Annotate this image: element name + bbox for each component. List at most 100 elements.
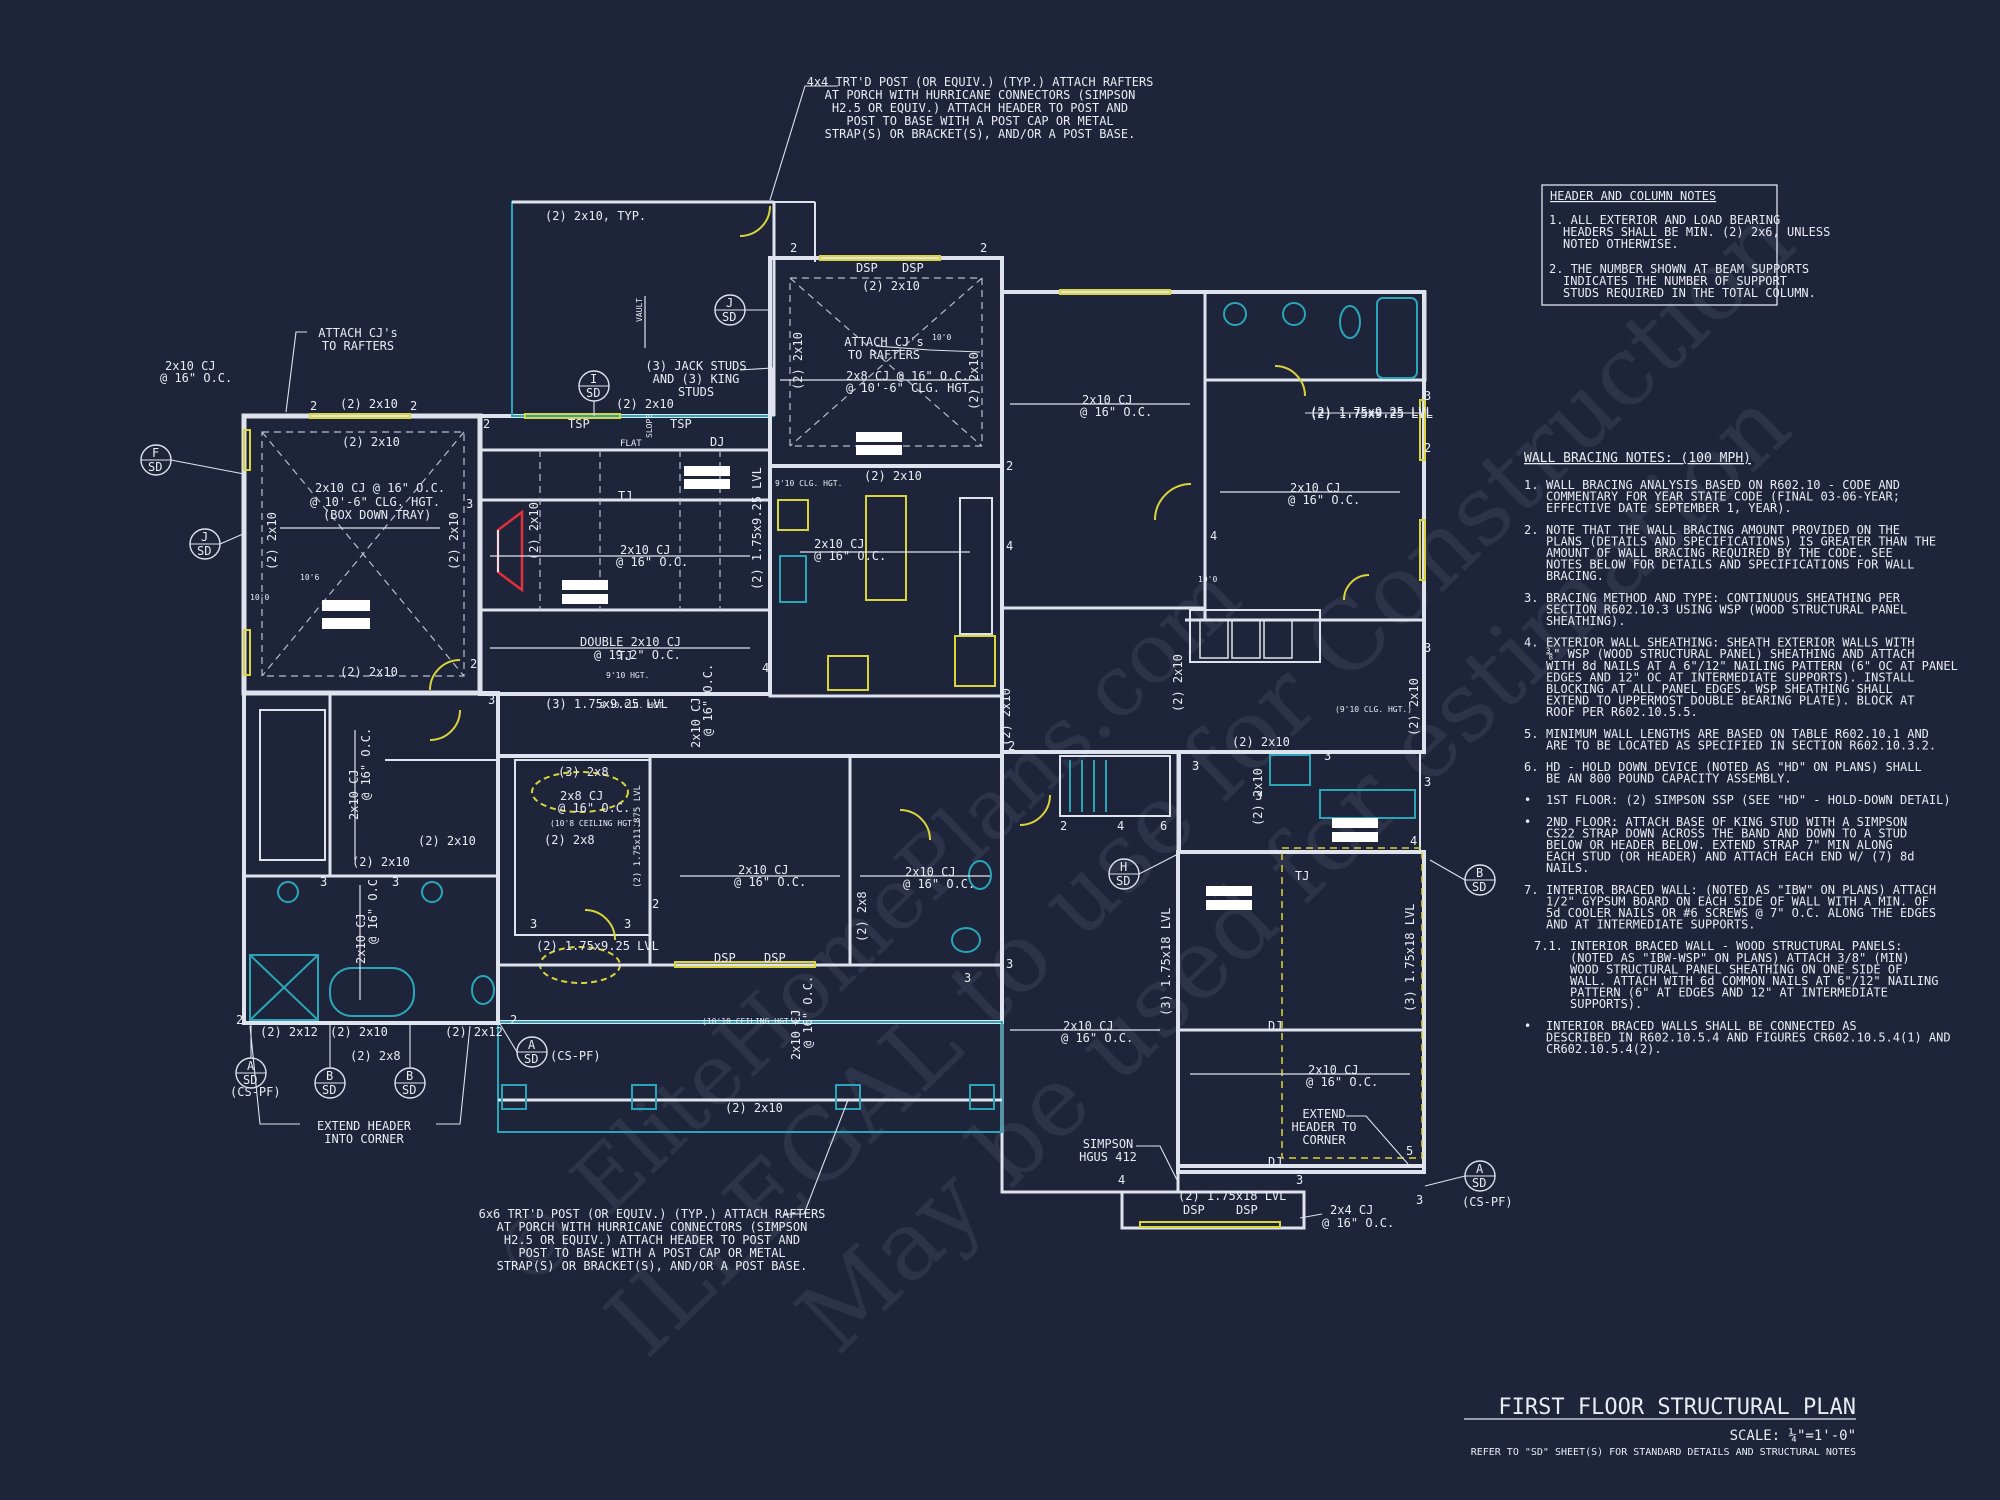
section-tag-a3: ASD [1424, 1160, 1496, 1192]
svg-text:HEADER TO: HEADER TO [1291, 1120, 1356, 1134]
svg-text:A: A [247, 1059, 255, 1073]
svg-text:STUDS REQUIRED IN THE TOTAL CO: STUDS REQUIRED IN THE TOTAL COLUMN. [1563, 286, 1816, 300]
wall-bracing-item-line: CR602.10.5.4(2). [1546, 1042, 1662, 1056]
svg-text:2: 2 [1008, 739, 1015, 753]
svg-text:3: 3 [1006, 957, 1013, 971]
svg-text:(CS-PF): (CS-PF) [550, 1049, 601, 1063]
svg-text:(2) 2x12: (2) 2x12 [260, 1025, 318, 1039]
svg-text:@ 16" O.C.: @ 16" O.C. [160, 371, 232, 385]
svg-text:DSP: DSP [856, 261, 878, 275]
section-tag-a2: ASD [499, 1023, 548, 1068]
svg-text:(3) 1.75x9.25 LVL: (3) 1.75x9.25 LVL [545, 697, 668, 711]
svg-text:6x6 TRT'D POST (OR EQUIV.) (TY: 6x6 TRT'D POST (OR EQUIV.) (TYP.) ATTACH… [479, 1207, 826, 1221]
wall-owner-suite [242, 691, 500, 1025]
svg-text:AT PORCH WITH HURRICANE CONNEC: AT PORCH WITH HURRICANE CONNECTORS (SIMP… [497, 1220, 808, 1234]
wall-bracing-item-line: INTERIOR BRACED WALL - WOOD STRUCTURAL P… [1570, 939, 1902, 953]
svg-text:3: 3 [1424, 641, 1431, 655]
svg-text:3: 3 [1424, 775, 1431, 789]
svg-text:(2) 1.75x9.25 LVL: (2) 1.75x9.25 LVL [536, 939, 659, 953]
plan-labels: (2) 2x10, TYP. 2x10 CJ @ 16" O.C. (2) 2x… [160, 209, 1513, 1230]
svg-text:NOTED OTHERWISE.: NOTED OTHERWISE. [1563, 237, 1679, 251]
svg-text:TO RAFTERS: TO RAFTERS [322, 339, 394, 353]
wall-bracing-item-number: 7.1. [1534, 939, 1563, 953]
svg-text:@ 16" O.C.: @ 16" O.C. [1288, 493, 1360, 507]
svg-text:1. ALL EXTERIOR AND LOAD BEAR: 1. ALL EXTERIOR AND LOAD BEARING [1549, 213, 1780, 227]
svg-text:DJ: DJ [710, 435, 724, 449]
svg-text:FLAT: FLAT [620, 439, 642, 449]
sheet-title: FIRST FLOOR STRUCTURAL PLAN [1498, 1395, 1856, 1420]
section-tag-b1: BSD [314, 1025, 346, 1099]
wall-bracing-item-line: 1/2" GYPSUM BOARD ON EACH SIDE OF WALL W… [1546, 894, 1929, 908]
svg-text:(3) JACK STUDS: (3) JACK STUDS [645, 359, 746, 373]
svg-text:CORNER: CORNER [1302, 1133, 1346, 1147]
callout-jack-studs: (3) JACK STUDS AND (3) KING STUDS [645, 359, 746, 399]
svg-text:(2) 2x10: (2) 2x10 [342, 435, 400, 449]
svg-text:(10'10 CEILING HGT.): (10'10 CEILING HGT.) [702, 1017, 798, 1026]
svg-text:B: B [326, 1069, 333, 1083]
wall-bracing-item-line: (NOTED AS "IBW-WSP" ON PLANS) ATTACH 3/8… [1570, 951, 1910, 965]
svg-text:J: J [726, 296, 733, 310]
wall-bracing-item-line: NAILS. [1546, 861, 1589, 875]
svg-text:I: I [590, 372, 597, 386]
wall-bracing-item-line: PATTERN (6" AT EDGES AND 12" AT INTERMED… [1570, 986, 1888, 1000]
svg-text:3: 3 [1324, 749, 1331, 763]
header-column-notes: HEADER AND COLUMN NOTES 1. ALL EXTERIOR … [1541, 184, 1830, 306]
svg-text:3: 3 [1192, 759, 1199, 773]
svg-text:TJ: TJ [618, 649, 632, 663]
svg-text:@ 16" O.C.: @ 16" O.C. [1080, 405, 1152, 419]
wall-bracing-item-line: WITH 8d NAILS AT A 6"/12" NAILING PATTER… [1546, 659, 1958, 673]
svg-text:SD: SD [586, 386, 600, 400]
wall-bracing-item-number: • [1524, 793, 1531, 807]
shower [249, 954, 319, 1021]
svg-text:J: J [201, 530, 208, 544]
wall-bracing-item-line: AMOUNT OF WALL BRACING REQUIRED BY THE C… [1546, 546, 1893, 560]
wall-bracing-item-line: NOTES BELOW FOR DETAILS AND SPECIFICATIO… [1546, 558, 1914, 572]
svg-text:3: 3 [530, 917, 537, 931]
svg-text:HEADERS SHALL BE MIN. (2) 2x6,: HEADERS SHALL BE MIN. (2) 2x6, UNLESS [1563, 225, 1830, 239]
section-tags: FSD JSD ISD JSD ASD BSD BSD ASD HSD BSD … [140, 294, 1496, 1192]
svg-text:SD: SD [197, 544, 211, 558]
callout-attach-cj-right: ATTACH CJ's TO RAFTERS [844, 335, 923, 362]
svg-text:STRAP(S) OR BRACKET(S), AND/OR: STRAP(S) OR BRACKET(S), AND/OR A POST BA… [825, 127, 1136, 141]
wall-bracing-item-line: 2ND FLOOR: ATTACH BASE OF KING STUD WITH… [1546, 815, 1907, 829]
svg-text:2: 2 [410, 399, 417, 413]
svg-text:TO RAFTERS: TO RAFTERS [848, 348, 920, 362]
wall-bracing-item-number: 1. [1524, 478, 1538, 492]
wall-bracing-item-line: BLOCKING AT ALL PANEL EDGES. WSP SHEATHI… [1546, 682, 1893, 696]
svg-text:(3) 1.75x18 LVL: (3) 1.75x18 LVL [1403, 904, 1417, 1012]
wall-bracing-item-line: HD - HOLD DOWN DEVICE (NOTED AS "HD" ON … [1546, 760, 1922, 774]
svg-text:B: B [406, 1069, 413, 1083]
svg-text:4: 4 [1210, 529, 1217, 543]
svg-text:(2) 2x10: (2) 2x10 [1251, 768, 1265, 826]
svg-text:@ 16" O.C.: @ 16" O.C. [558, 801, 630, 815]
wall-bracing-item-line: BELOW OR HEADER BELOW. EXTEND STRAP 7" M… [1546, 838, 1893, 852]
svg-text:SD: SD [524, 1052, 538, 1066]
svg-text:@ 16" O.C.: @ 16" O.C. [801, 976, 815, 1048]
svg-text:3: 3 [964, 971, 971, 985]
svg-text:9'10 CLG. HGT.: 9'10 CLG. HGT. [775, 479, 842, 488]
svg-text:(2) 2x10: (2) 2x10 [527, 502, 541, 560]
sheet-refer: REFER TO "SD" SHEET(S) FOR STANDARD DETA… [1471, 1447, 1856, 1458]
svg-text:INTO CORNER: INTO CORNER [324, 1132, 404, 1146]
svg-text:DSP: DSP [902, 261, 924, 275]
svg-text:2x10 CJ: 2x10 CJ [689, 697, 703, 748]
svg-text:SD: SD [1472, 880, 1486, 894]
svg-text:3: 3 [466, 497, 473, 511]
svg-text:STRAP(S) OR BRACKET(S), AND/OR: STRAP(S) OR BRACKET(S), AND/OR A POST BA… [497, 1259, 808, 1273]
svg-text:SLOPE: SLOPE [645, 414, 654, 438]
svg-text:@ 16" O.C.: @ 16" O.C. [814, 549, 886, 563]
svg-text:2: 2 [470, 657, 477, 671]
svg-text:SD: SD [722, 310, 736, 324]
svg-text:SD: SD [243, 1073, 257, 1087]
section-tag-b2: BSD [394, 1025, 426, 1099]
span-arrows [280, 296, 1410, 1075]
svg-text:POST TO BASE WITH A POST CAP O: POST TO BASE WITH A POST CAP OR METAL [846, 114, 1113, 128]
wall-bracing-item-line: NOTE THAT THE WALL BRACING AMOUNT PROVID… [1546, 523, 1900, 537]
svg-text:2x10 CJ: 2x10 CJ [738, 863, 789, 877]
svg-text:@ 10'-6" CLG. HGT.: @ 10'-6" CLG. HGT. [846, 381, 976, 395]
svg-text:(10'8 CEILING HGT.): (10'8 CEILING HGT.) [550, 819, 642, 828]
svg-text:SD: SD [322, 1083, 336, 1097]
section-tag-i: ISD [578, 370, 610, 416]
svg-text:(2) 2x12: (2) 2x12 [445, 1025, 503, 1039]
svg-text:(2) 2x10: (2) 2x10 [864, 469, 922, 483]
